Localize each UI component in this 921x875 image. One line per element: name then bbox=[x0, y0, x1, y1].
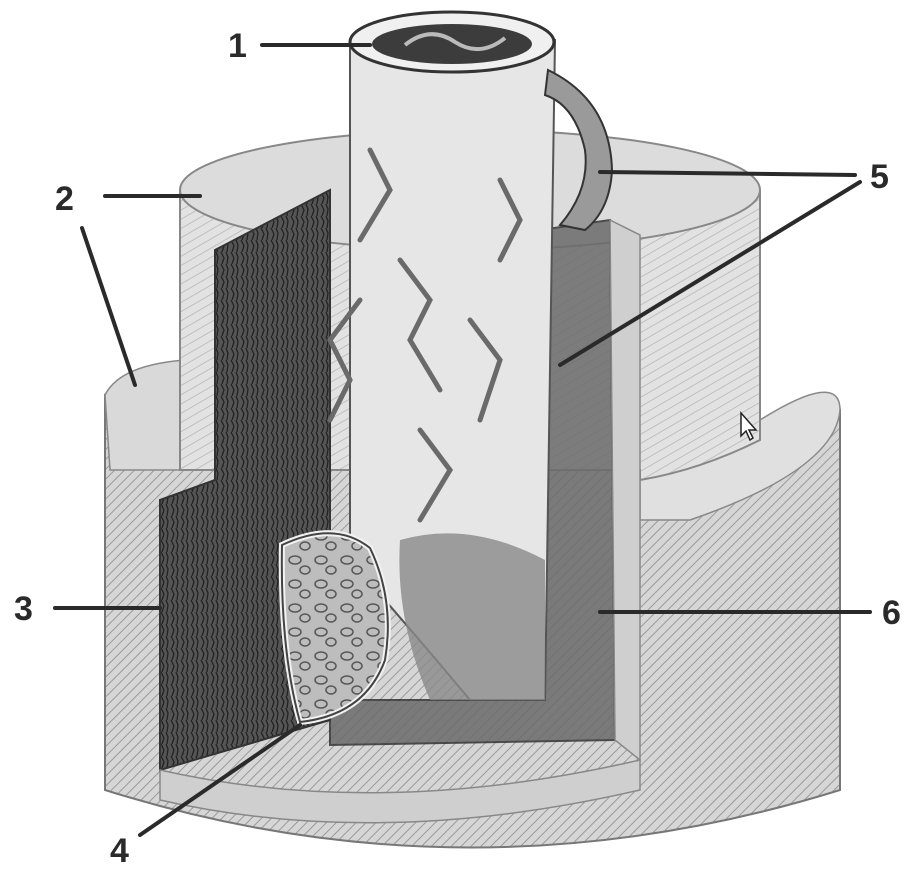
callout-label-1: 1 bbox=[228, 27, 247, 65]
callout-label-3: 3 bbox=[14, 590, 33, 628]
outer-right-wall bbox=[610, 220, 640, 760]
callout-label-4: 4 bbox=[110, 832, 129, 870]
central-tube-lower-shadow bbox=[399, 533, 545, 700]
outer-cylinder-top-rim bbox=[105, 360, 185, 470]
callout-label-2: 2 bbox=[55, 180, 74, 218]
central-tube-lumen bbox=[372, 24, 532, 64]
callout-label-5: 5 bbox=[870, 158, 889, 196]
callout-label-6: 6 bbox=[882, 594, 901, 632]
leader-line-2b bbox=[82, 228, 135, 385]
